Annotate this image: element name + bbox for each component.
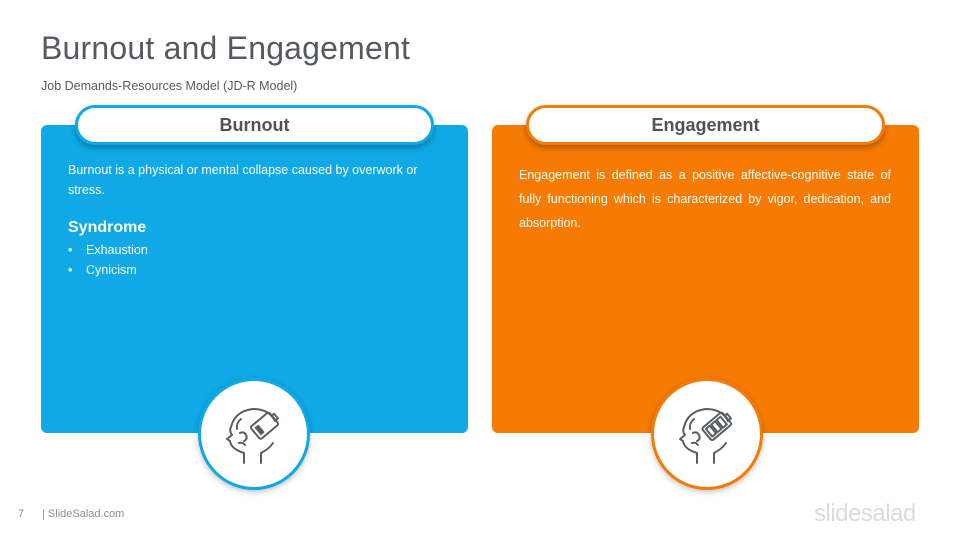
- syndrome-heading: Syndrome: [68, 219, 147, 236]
- slide-subtitle: Job Demands-Resources Model (JD-R Model): [41, 79, 298, 93]
- engagement-icon-circle: [651, 378, 763, 490]
- engagement-description: Engagement is defined as a positive affe…: [519, 168, 891, 230]
- brand-logo: slidesalad: [814, 500, 916, 527]
- burnout-description: Burnout is a physical or mental collapse…: [68, 163, 418, 197]
- footer-website: | SlideSalad.com: [42, 508, 125, 520]
- slide-title: Burnout and Engagement: [41, 30, 411, 66]
- bullet-icon: •: [68, 262, 73, 277]
- burnout-heading-pill: Burnout: [75, 105, 434, 145]
- syndrome-list: • Exhaustion • Cynicism: [68, 241, 148, 280]
- burnout-heading: Burnout: [219, 114, 290, 135]
- head-full-battery-icon: [679, 408, 733, 464]
- page-number: 7: [18, 508, 25, 520]
- list-item: • Cynicism: [68, 261, 148, 281]
- syndrome-item: Exhaustion: [86, 243, 148, 257]
- burnout-icon-circle: [198, 378, 310, 490]
- engagement-heading: Engagement: [651, 114, 760, 135]
- list-item: • Exhaustion: [68, 241, 148, 261]
- engagement-heading-pill: Engagement: [526, 105, 885, 145]
- bullet-icon: •: [68, 243, 73, 257]
- syndrome-item: Cynicism: [86, 262, 137, 277]
- head-low-battery-icon: [226, 408, 280, 464]
